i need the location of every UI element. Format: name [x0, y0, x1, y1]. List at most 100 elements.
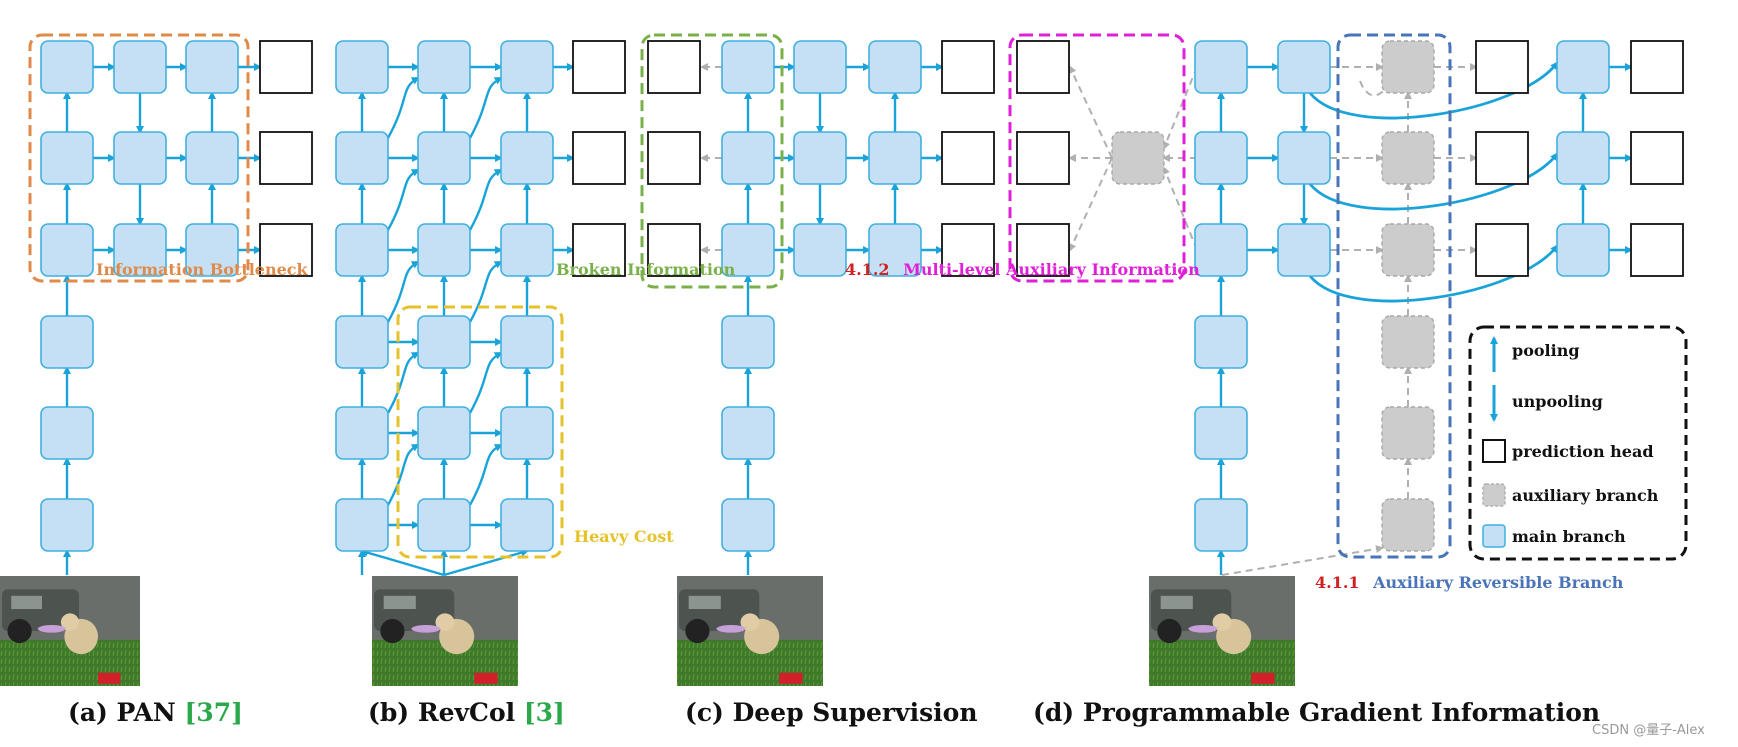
auxiliary-block [1381, 131, 1435, 185]
blue-curve-arrow [468, 260, 503, 323]
photo-red-toy [474, 672, 498, 684]
photo-window [11, 595, 42, 609]
main-block [793, 131, 847, 185]
main-block [335, 406, 389, 460]
main-block [721, 223, 775, 277]
prediction-head [941, 223, 995, 277]
main-block [417, 498, 471, 552]
legend-prediction-head-icon [1482, 439, 1506, 463]
main-block [721, 315, 775, 369]
main-block [1194, 498, 1248, 552]
legend-main-branch-label: main branch [1512, 527, 1626, 546]
photo-frisbee [716, 624, 746, 633]
legend-auxiliary-branch-icon [1482, 483, 1506, 507]
gray-arrow [1162, 166, 1198, 251]
legend-border [1468, 325, 1688, 561]
main-block [1194, 223, 1248, 277]
photo-red-toy [1251, 672, 1275, 684]
prediction-head [1016, 40, 1070, 94]
main-block [335, 223, 389, 277]
main-block [417, 131, 471, 185]
photo-wheel [1157, 618, 1182, 644]
main-block [721, 498, 775, 552]
main-block [417, 315, 471, 369]
annotation-aux-reversible: 4.1.1 Auxiliary Reversible Branch [1315, 573, 1624, 592]
auxiliary-block [1381, 223, 1435, 277]
main-block [335, 498, 389, 552]
blue-curve-arrow [386, 76, 420, 139]
annotation-aux-reversible-number: 4.1.1 [1315, 573, 1360, 592]
gray-arrow [1162, 66, 1198, 150]
prediction-head [1630, 223, 1684, 277]
main-block [417, 223, 471, 277]
main-block [185, 223, 239, 277]
photo-wheel [685, 618, 710, 644]
main-block [113, 131, 167, 185]
prediction-head [572, 223, 626, 277]
annotation-heavy-cost: Heavy Cost [574, 527, 674, 546]
blue-curve-arrow [386, 443, 420, 506]
prediction-head [1016, 223, 1070, 277]
prediction-head [941, 40, 995, 94]
caption-pgi: (d) Programmable Gradient Information [1033, 698, 1600, 727]
blue-curve-arrow [386, 260, 420, 323]
input-photos [0, 576, 1295, 686]
prediction-head [647, 40, 701, 94]
heavy-cost-box [396, 305, 564, 559]
blue-curve-arrow [1308, 244, 1559, 303]
caption-pan: (a) PAN [37] [68, 698, 243, 727]
main-block [1277, 40, 1331, 94]
main-block [1194, 315, 1248, 369]
auxiliary-block [1381, 315, 1435, 369]
dog-photo [1149, 576, 1295, 686]
multi-level-box [1008, 33, 1186, 283]
photo-window [1160, 595, 1193, 609]
main-block [500, 498, 554, 552]
information-bottleneck-box [28, 33, 250, 283]
blue-arrow [443, 548, 529, 577]
blue-arrow [360, 548, 445, 577]
blue-curve-arrow [1308, 61, 1559, 120]
photo-frisbee [1188, 624, 1218, 633]
annotation-broken-information: Broken Information [556, 260, 736, 279]
annotation-aux-reversible-text: Auxiliary Reversible Branch [1372, 573, 1624, 592]
main-block [500, 40, 554, 94]
legend-prediction-head-label: prediction head [1512, 442, 1654, 461]
blue-curve-arrow [468, 168, 503, 231]
photo-frisbee [37, 624, 66, 633]
main-block [1556, 223, 1610, 277]
blue-curve-arrow [1308, 152, 1559, 211]
blue-curve-arrow [386, 351, 420, 414]
main-block [185, 131, 239, 185]
auxiliary-block [1381, 406, 1435, 460]
gray-curve-arrow [1359, 55, 1401, 97]
prediction-head [572, 40, 626, 94]
prediction-head [259, 223, 313, 277]
annotation-information-bottleneck: Information Bottleneck [96, 260, 309, 279]
auxiliary-block [1111, 131, 1165, 185]
caption-revcol-label: (b) RevCol [368, 698, 524, 727]
annotation-multi-level: 4.1.2 Multi-level Auxiliary Information [845, 260, 1200, 279]
network-blocks [40, 40, 1684, 552]
main-block [40, 131, 94, 185]
prediction-head [1475, 223, 1529, 277]
photo-red-toy [98, 672, 121, 684]
main-block [1277, 131, 1331, 185]
watermark: CSDN @量子-Alex [1592, 723, 1705, 738]
auxiliary-block [1381, 498, 1435, 552]
main-block [40, 315, 94, 369]
main-block [500, 406, 554, 460]
main-block [113, 223, 167, 277]
photo-dog-head [60, 613, 80, 631]
dog-photo [372, 576, 518, 686]
main-block [1194, 40, 1248, 94]
main-block [417, 40, 471, 94]
connection-arrows [28, 33, 1633, 577]
legend-pooling-label: pooling [1512, 341, 1580, 360]
photo-frisbee [411, 624, 441, 633]
main-block [721, 131, 775, 185]
main-block [1194, 131, 1248, 185]
main-block [1194, 406, 1248, 460]
photo-dog-head [435, 613, 455, 631]
main-block [417, 406, 471, 460]
